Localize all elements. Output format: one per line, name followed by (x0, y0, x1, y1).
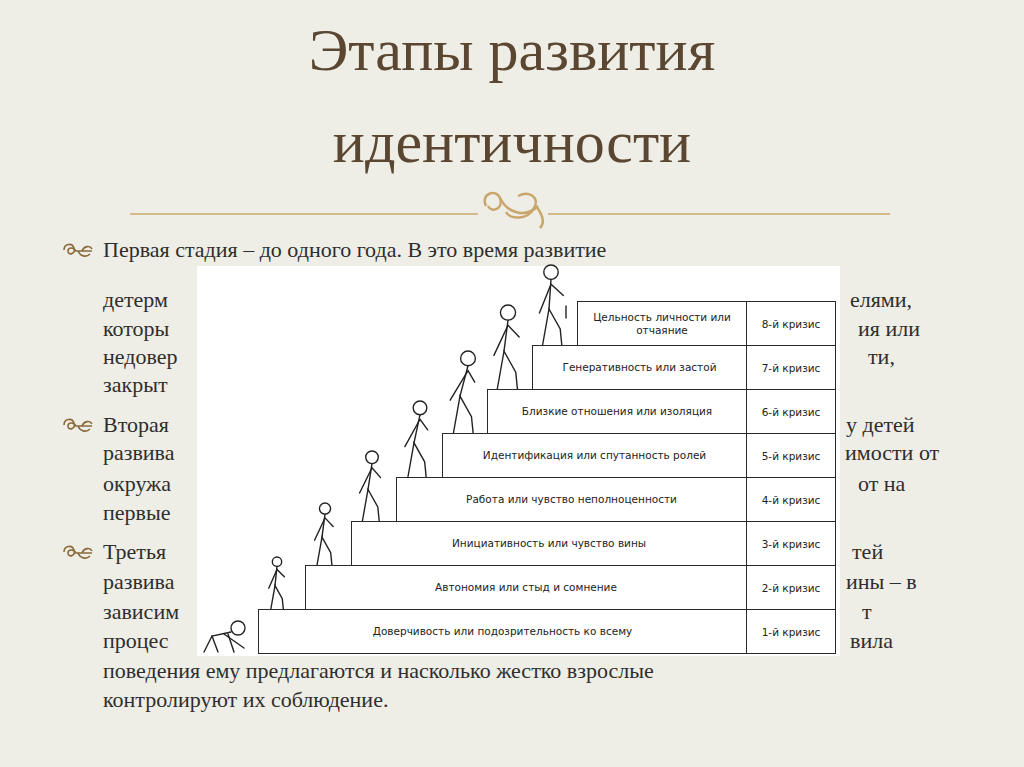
slide-text-fragment: вила (850, 627, 893, 655)
slide-text-fragment: закрыт (103, 371, 168, 399)
crisis-number: 1-й кризис (746, 610, 835, 653)
stage-name: Инициативность или чувство вины (352, 522, 746, 565)
stick-figure (405, 401, 428, 477)
slide-text-fragment: недовер (103, 343, 177, 371)
stage-name: Генеративность или застой (533, 346, 746, 389)
slide-text-fragment: развива (103, 568, 174, 596)
stick-figure (539, 265, 563, 345)
slide-text-fragment: Первая стадия – до одного года. В это вр… (103, 236, 606, 264)
slide-text-fragment: тей (852, 538, 883, 566)
stick-figure (360, 451, 381, 521)
slide-title: Этапы развития идентичности (202, 4, 822, 188)
stage-name: Доверчивость или подозрительность ко все… (259, 610, 746, 653)
crisis-number: 6-й кризис (746, 390, 835, 433)
crisis-number: 7-й кризис (746, 346, 835, 389)
stick-figure (269, 557, 285, 609)
slide-text-fragment: ины – в (846, 568, 917, 596)
slide-text-fragment: процес (103, 627, 169, 655)
bullet-icon (64, 419, 92, 431)
stage-name: Идентификация или спутанность ролей (443, 434, 746, 477)
slide-text-fragment: поведения ему предлагаются и насколько ж… (103, 657, 654, 685)
stair-step: Цельность личности или отчаяние8-й кризи… (577, 301, 836, 346)
slide-text-fragment: которы (103, 315, 169, 343)
stair-step: Автономия или стыд и сомнение2-й кризис (305, 565, 836, 610)
stick-figure (315, 503, 334, 565)
stair-step: Доверчивость или подозрительность ко все… (258, 609, 836, 654)
slide-text-fragment: первые (103, 499, 170, 527)
slide-text-fragment: Третья (103, 538, 166, 566)
cane (565, 306, 566, 318)
stair-step: Инициативность или чувство вины3-й кризи… (351, 521, 836, 566)
crawling-baby (204, 621, 245, 652)
slide-text-fragment: контролируют их соблюдение. (103, 686, 388, 714)
slide-text-fragment: развива (103, 439, 174, 467)
crisis-number: 3-й кризис (746, 522, 835, 565)
slide-text-fragment: ия или (858, 315, 920, 343)
crisis-number: 5-й кризис (746, 434, 835, 477)
stick-figure (494, 305, 519, 389)
stair-step: Близкие отношения или изоляция6-й кризис (487, 389, 836, 434)
bullet-icons (64, 244, 92, 558)
stage-name: Цельность личности или отчаяние (578, 302, 746, 345)
crisis-number: 2-й кризис (746, 566, 835, 609)
stick-figure (450, 351, 475, 433)
crisis-number: 8-й кризис (746, 302, 835, 345)
stair-step: Генеративность или застой7-й кризис (532, 345, 836, 390)
bullet-icon (64, 244, 92, 256)
ornament-rule (130, 213, 478, 215)
slide-text-fragment: зависим (103, 598, 179, 626)
stage-name: Работа или чувство неполноценности (397, 478, 746, 521)
stage-name: Близкие отношения или изоляция (488, 390, 746, 433)
slide-text-fragment: от на (858, 470, 905, 498)
ornament-flourish (485, 193, 543, 228)
slide-text-fragment: у детей (846, 411, 915, 439)
stair-step: Идентификация или спутанность ролей5-й к… (442, 433, 836, 478)
bullet-icon (64, 546, 92, 558)
stair-step: Работа или чувство неполноценности4-й кр… (396, 477, 836, 522)
slide-text-fragment: елями, (850, 286, 912, 314)
crisis-number: 4-й кризис (746, 478, 835, 521)
slide-text-fragment: Вторая (103, 411, 169, 439)
slide-text-fragment: детерм (103, 286, 168, 314)
stage-name: Автономия или стыд и сомнение (306, 566, 746, 609)
illustration-panel (197, 266, 840, 656)
slide-text-fragment: окружа (103, 470, 171, 498)
slide-text-fragment: ти, (868, 343, 895, 371)
ornament-rule (548, 213, 890, 215)
slide-text-fragment: имости от (845, 439, 939, 467)
slide-text-fragment: т (862, 598, 872, 626)
